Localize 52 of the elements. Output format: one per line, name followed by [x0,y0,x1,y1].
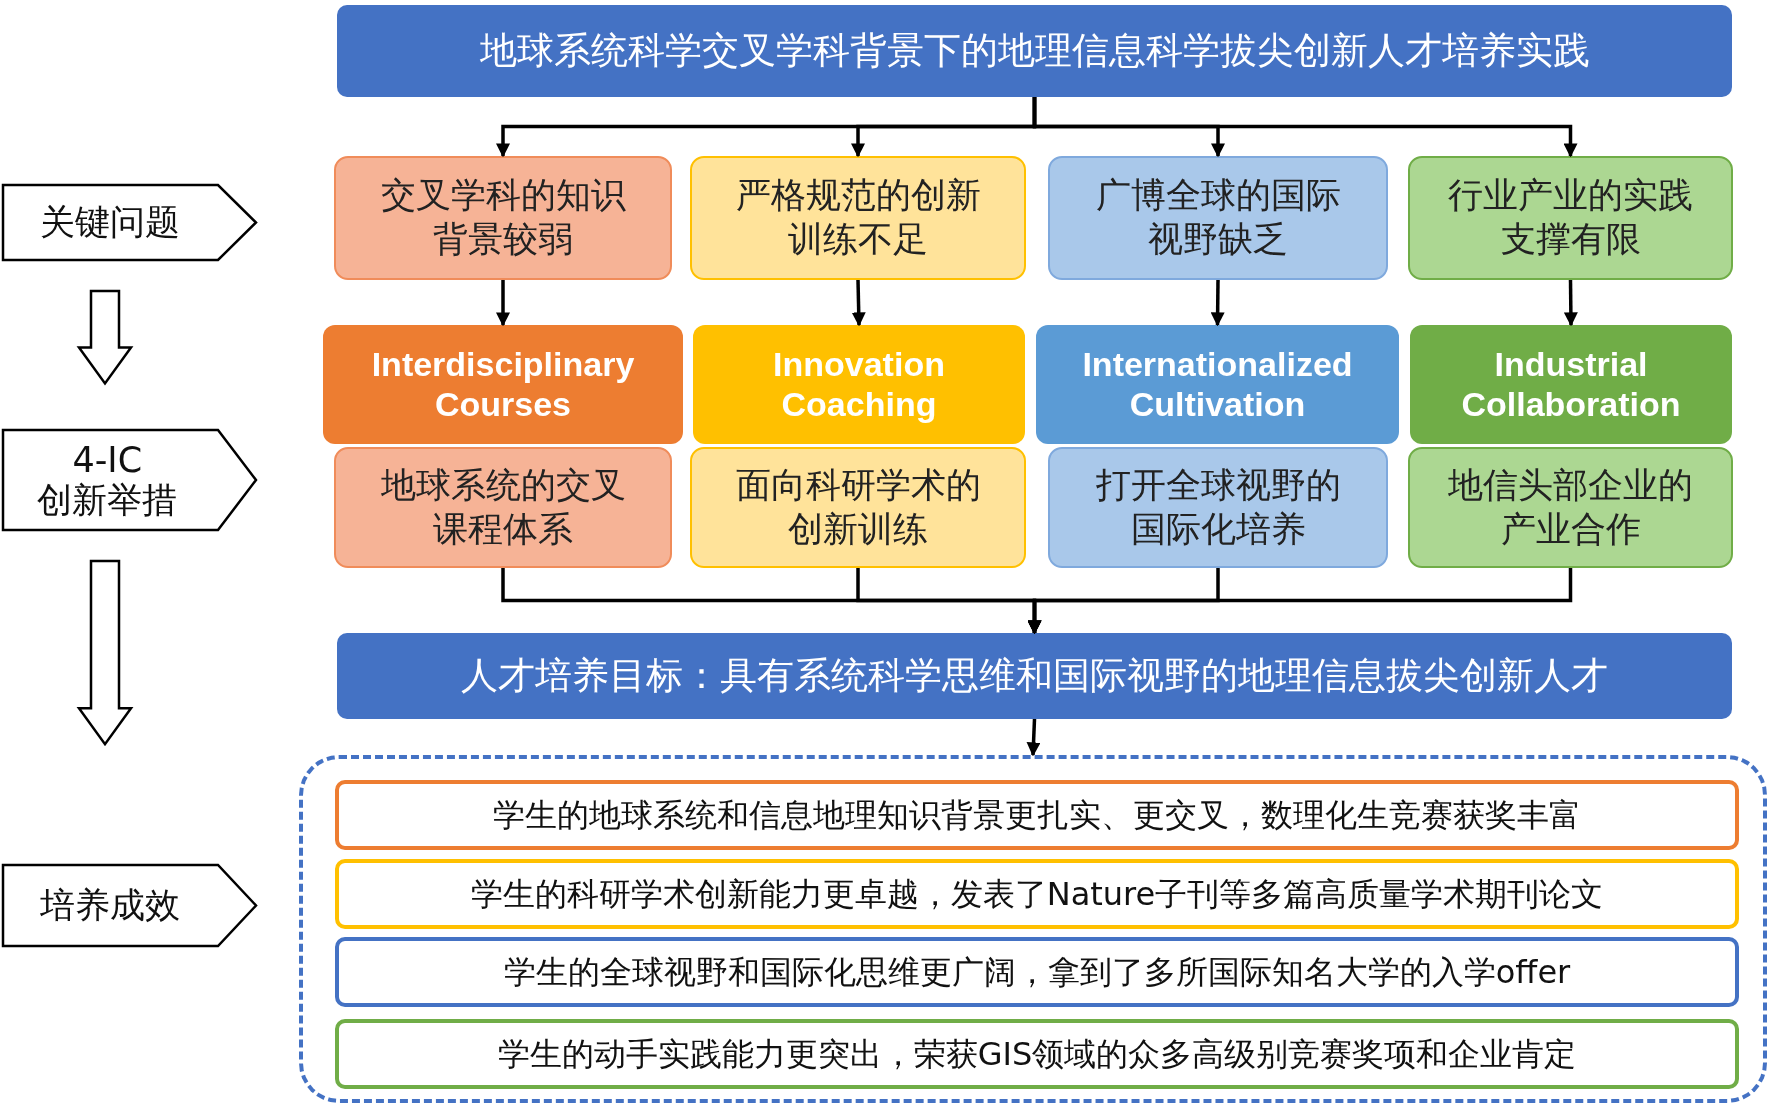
connector-arrow [1026,718,1041,757]
problem-box [690,156,1026,280]
box-text: 培养成效 [39,885,181,926]
box-text: 学生的全球视野和国际化思维更广阔，拿到了多所国际知名大学的入学offer [503,952,1571,992]
measure-header-box [693,325,1025,444]
problem-box [1408,156,1733,280]
stage-label-pentagon [2,184,258,261]
outcome-group-box [299,755,1767,1103]
connector-arrow [1032,97,1578,158]
box-text: 打开全球视野的国际化培养 [1094,463,1342,551]
box-text: Innovation Coaching [772,345,946,424]
outcome-box [335,859,1739,929]
stage-label-pentagon [2,429,258,531]
box-text: 严格规范的创新训练不足 [734,174,982,261]
box-text: 广博全球的国际视野缺乏 [1094,174,1342,261]
measure-detail-box [334,447,672,568]
connector-arrow [1027,568,1573,635]
outcome-box [335,780,1739,850]
box-text: 学生的动手实践能力更突出，荣获GIS领域的众多高级别竞赛奖项和企业肯定 [497,1034,1577,1074]
box-text: 学生的地球系统和信息地理知识背景更扎实、更交叉，数理化生竞赛获奖丰富 [493,795,1581,835]
box-text: 学生的科研学术创新能力更卓越，发表了Nature子刊等多篇高质量学术期刊论文 [470,874,1604,914]
connector-arrow [1563,280,1578,327]
measure-header-box [1410,325,1732,444]
box-text: 面向科研学术的创新训练 [734,463,982,551]
box-text: 关键问题 [39,202,181,243]
heading-text: 地球系统科学交叉学科背景下的地理信息科学拔尖创新人才培养实践 [479,27,1590,74]
hollow-down-arrow [76,559,134,747]
box-text: 4-IC 创新举措 [36,439,179,521]
box-text: 地球系统的交叉课程体系 [379,463,627,551]
box-text: 交叉学科的知识背景较弱 [379,174,627,261]
connector-arrow [851,279,866,327]
heading-text: 人才培养目标：具有系统科学思维和国际视野的地理信息拔尖创新人才 [461,652,1608,699]
measure-detail-box [690,447,1026,568]
measure-detail-box [1408,447,1733,568]
box-text: 行业产业的实践支撑有限 [1447,174,1694,261]
measure-header-box [323,325,683,444]
problem-box [334,156,672,280]
box-text: 地信头部企业的产业合作 [1447,463,1694,551]
title-banner [337,5,1732,97]
box-text: Industrial Collaboration [1460,345,1682,424]
box-text: Internationalized Cultivation [1081,345,1354,424]
stage-label-pentagon [2,864,258,947]
box-text: Interdisciplinary Courses [370,345,636,424]
connector-arrow [496,280,510,327]
problem-box [1048,156,1388,280]
measure-header-box [1036,325,1399,444]
connector-arrow [1210,280,1225,327]
outcome-box [335,937,1739,1007]
outcome-box [335,1019,1739,1089]
measure-detail-box [1048,447,1388,568]
hollow-down-arrow [76,289,134,386]
title-banner [337,633,1732,719]
